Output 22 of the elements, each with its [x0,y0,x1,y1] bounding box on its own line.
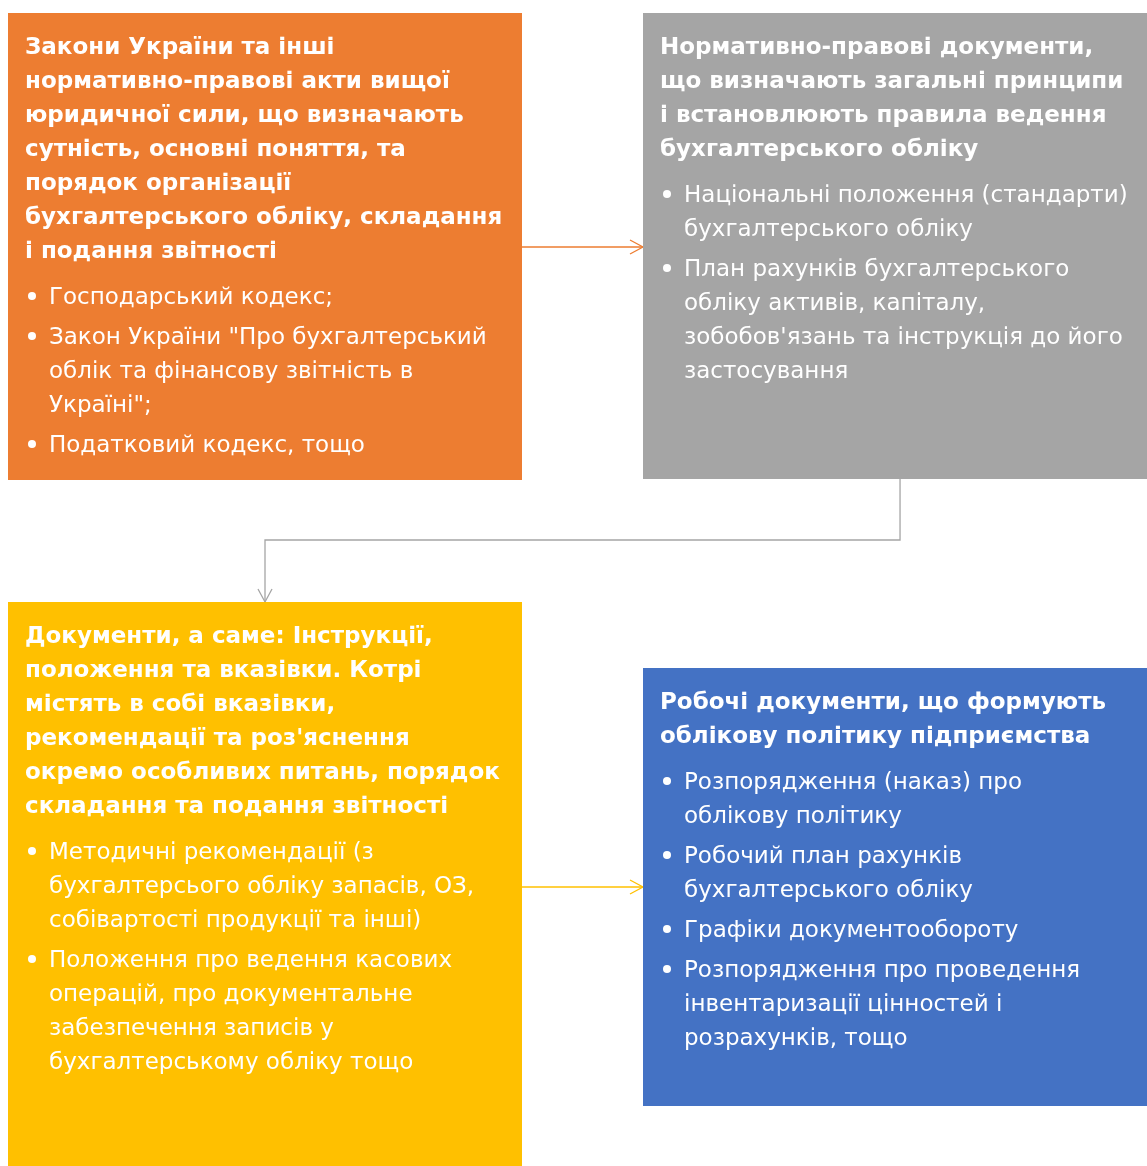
arrow [257,478,901,603]
bullet-item: План рахунків бухгалтерського обліку активів, капіталу, зобобов'язань та інструкція до його застосування [684,255,1123,383]
bullet-item: Закон України "Про бухгалтерський облік та фінансову звітність в Україні"; [49,323,487,417]
bullet-item: Розпорядження (наказ) про облікову політику [684,768,1023,828]
bullet-item: Положення про ведення касових операцій, про документальне забезпечення записів у бухгалтерському обліку тощо [49,946,453,1074]
box-heading: Нормативно-правові документи, що визначають загальні принципи і встановлюють правила ведення бухгалтерського обліку [660,32,1125,163]
arrow [521,879,644,895]
bullet-item: Графіки документообороту [684,916,1019,942]
category-box [8,13,522,480]
bullet-item: Розпорядження про проведення інвентаризації цінностей і розрахунків, тощо [684,956,1081,1050]
bullet-item: Податковий кодекс, тощо [49,431,365,457]
arrow [521,239,644,255]
bullet-item: Робочий план рахунків бухгалтерського обліку [684,842,973,902]
box-heading: Робочі документи, що формують облікову політику підприємства [660,687,1107,750]
bullet-item: Методичні рекомендації (з бухгалтерсього обліку запасів, ОЗ, собівартості продукції та інші) [49,838,475,932]
bullet-item: Господарський кодекс; [49,283,334,309]
box-heading: Закони України та інші нормативно-правові акти вищої юридичної сили, що визначають сутність, основні поняття, та порядок організації бухгалтерського обліку, складання і подання звітності [25,32,504,265]
bullet-item: Національні положення (стандарти) бухгалтерського обліку [684,181,1128,241]
category-box [643,668,1147,1106]
category-box [8,602,522,1166]
box-heading: Документи, а саме: Інструкції, положення та вказівки. Котрі містять в собі вказівки, рекомендації та роз'яснення окремо особливих питань, порядок складання та подання звітності [25,621,501,820]
category-box [643,13,1147,479]
